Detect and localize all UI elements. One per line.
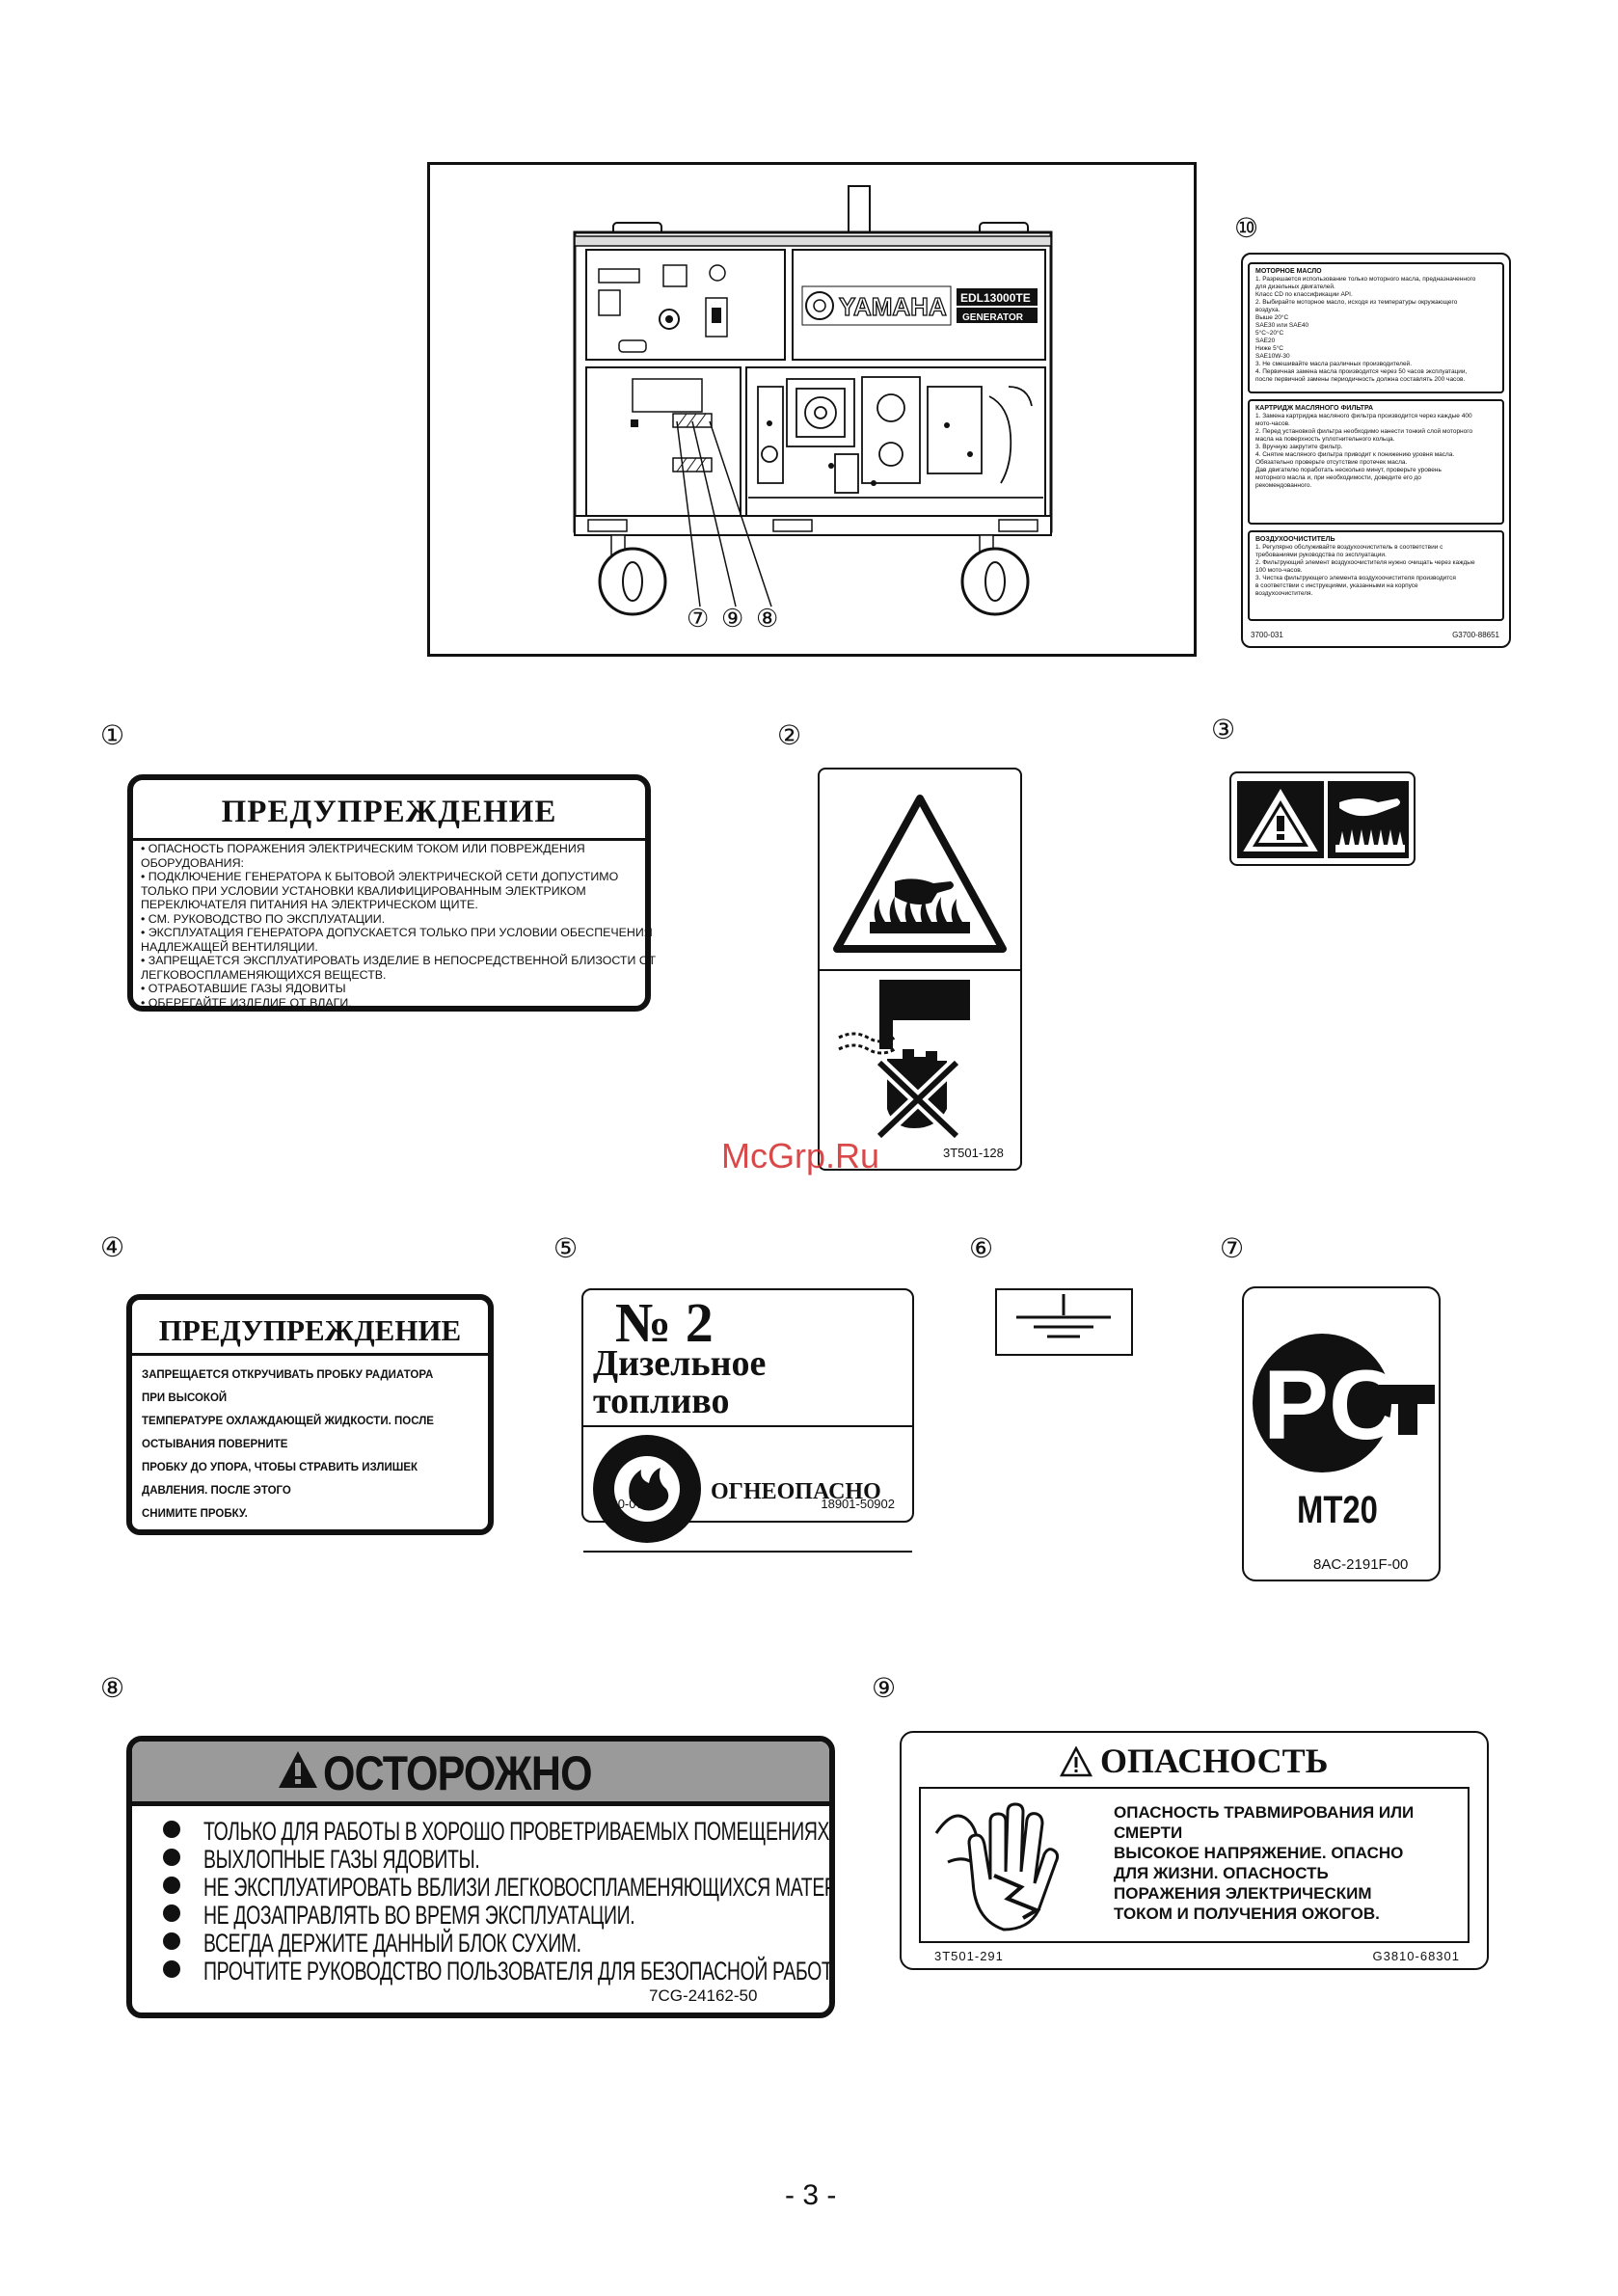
callout-8: ⑧ (756, 604, 778, 633)
generator-drawing: YAMAHA EDL13000TE GENERATOR (573, 185, 1053, 633)
label-number-5: ⑤ (553, 1233, 579, 1263)
label-8-caution: ОСТОРОЖНО ТОЛЬКО ДЛЯ РАБОТЫ В ХОРОШО ПРО… (126, 1736, 835, 2018)
label-number-8: ⑧ (100, 1673, 125, 1703)
fuel-number: № 2 (615, 1291, 714, 1354)
label-8-line-6: ПРОЧТИТЕ РУКОВОДСТВО ПОЛЬЗОВАТЕЛЯ ДЛЯ БЕ… (163, 1957, 829, 1986)
label-5-code-right: 18901-50902 (821, 1497, 895, 1511)
label-10-code-right: G3700-88651 (1452, 631, 1499, 639)
air-cleaner-section: ВОЗДУХООЧИСТИТЕЛЬ 1. Регулярно обслужива… (1248, 530, 1504, 621)
label-8-line-4: НЕ ДОЗАПРАВЛЯТЬ ВО ВРЕМЯ ЭКСПЛУАТАЦИИ. (163, 1901, 802, 1931)
page-number: - 3 - (785, 2179, 837, 2211)
label-8-line-3: НЕ ЭКСПЛУАТИРОВАТЬ ВБЛИЗИ ЛЕГКОВОСПЛАМЕН… (163, 1873, 829, 1903)
filter-section: КАРТРИДЖ МАСЛЯНОГО ФИЛЬТРА 1. Замена кар… (1248, 399, 1504, 525)
label-2-code: 3T501-128 (943, 1146, 1004, 1160)
label-5-code-left: 4700-074 (597, 1497, 650, 1511)
danger-triangle-icon (1060, 1746, 1092, 1777)
generator-figure: YAMAHA EDL13000TE GENERATOR (427, 162, 1197, 657)
label-4-text: ЗАПРЕЩАЕТСЯ ОТКРУЧИВАТЬ ПРОБКУ РАДИАТОРА… (142, 1369, 434, 1520)
label-1-title: ПРЕДУПРЕЖДЕНИЕ (221, 795, 557, 829)
pct-mark: PC (1263, 1350, 1400, 1460)
label-7-code: MT20 (1297, 1489, 1378, 1531)
callout-7: ⑦ (687, 604, 709, 633)
warning-hot-icon (1237, 781, 1409, 858)
label-5-diesel-fuel: № 2 Дизельное топливо ОГНЕОПАСНО 4700-07… (581, 1288, 914, 1553)
label-number-10: ⑩ (1234, 213, 1259, 243)
label-3-hot-warning (1229, 771, 1416, 866)
label-number-9: ⑨ (872, 1673, 897, 1703)
hot-surface-icon (820, 795, 1020, 1142)
ground-icon (1016, 1294, 1111, 1338)
label-8-code: 7CG-24162-50 (649, 1986, 758, 2005)
label-9-panel: ОПАСНОСТЬ ТРАВМИРОВАНИЯ ИЛИ СМЕРТИ ВЫСОК… (919, 1787, 1470, 1943)
oil-section: МОТОРНОЕ МАСЛО 1. Разрешается использова… (1248, 262, 1504, 393)
watermark: McGrp.Ru (721, 1136, 880, 1175)
label-4-title: ПРЕДУПРЕЖДЕНИЕ (158, 1313, 462, 1347)
label-number-4: ④ (100, 1232, 125, 1262)
label-4-radiator-warning: ПРЕДУПРЕЖДЕНИЕ ЗАПРЕЩАЕТСЯ ОТКРУЧИВАТЬ П… (126, 1294, 494, 1535)
label-9-text: ОПАСНОСТЬ ТРАВМИРОВАНИЯ ИЛИ СМЕРТИ ВЫСОК… (1114, 1803, 1415, 1923)
label-8-line-2: ВЫХЛОПНЫЕ ГАЗЫ ЯДОВИТЫ. (163, 1845, 587, 1875)
label-number-6: ⑥ (969, 1233, 994, 1263)
flammable-text: ОГНЕОПАСНО (711, 1479, 881, 1504)
label-9-danger: ОПАСНОСТЬ ОПАСНОСТЬ ТРАВМИРОВАНИЯ ИЛИ СМ… (900, 1731, 1489, 1970)
fuel-line-1: Дизельное (593, 1343, 767, 1384)
flammable-icon (593, 1435, 701, 1543)
fuel-line-2: топливо (593, 1381, 730, 1421)
label-8-header: ОСТОРОЖНО (132, 1742, 829, 1806)
label-2-hot-surface: 3T501-128 (818, 768, 1022, 1171)
warning-triangle-icon (279, 1751, 317, 1788)
label-8-line-1: ТОЛЬКО ДЛЯ РАБОТЫ В ХОРОШО ПРОВЕТРИВАЕМЫ… (163, 1817, 829, 1847)
model-name: EDL13000TE (960, 291, 1031, 305)
label-8-line-5: ВСЕГДА ДЕРЖИТЕ ДАННЫЙ БЛОК СУХИМ. (163, 1929, 728, 1958)
label-1-list: • ОПАСНОСТЬ ПОРАЖЕНИЯ ЭЛЕКТРИЧЕСКИМ ТОКО… (141, 842, 657, 1010)
callout-9: ⑨ (721, 604, 743, 633)
label-9-code-left: 3T501-291 (934, 1949, 1004, 1963)
label-number-3: ③ (1211, 715, 1236, 744)
label-number-2: ② (777, 720, 802, 750)
label-number-7: ⑦ (1220, 1233, 1245, 1263)
pct-certification-icon: PC (1253, 1334, 1435, 1472)
yamaha-brand: YAMAHA (839, 292, 947, 321)
label-9-title: ОПАСНОСТЬ (1100, 1742, 1329, 1780)
label-7-part: 8AC-2191F-00 (1313, 1556, 1409, 1573)
electric-shock-icon (934, 1802, 1060, 1931)
model-sub: GENERATOR (962, 312, 1024, 323)
label-1-warning: ПРЕДУПРЕЖДЕНИЕ • ОПАСНОСТЬ ПОРАЖЕНИЯ ЭЛЕ… (127, 774, 656, 1012)
label-6-ground (995, 1288, 1133, 1356)
label-7-certification: PC MT20 8AC-2191F-00 (1242, 1286, 1441, 1581)
label-number-1: ① (100, 720, 125, 750)
label-10-code-left: 3700-031 (1251, 631, 1283, 639)
label-10-oil-maintenance: МОТОРНОЕ МАСЛО 1. Разрешается использова… (1241, 253, 1511, 648)
label-9-code-right: G3810-68301 (1372, 1949, 1460, 1963)
label-8-title: ОСТОРОЖНО (323, 1746, 593, 1800)
